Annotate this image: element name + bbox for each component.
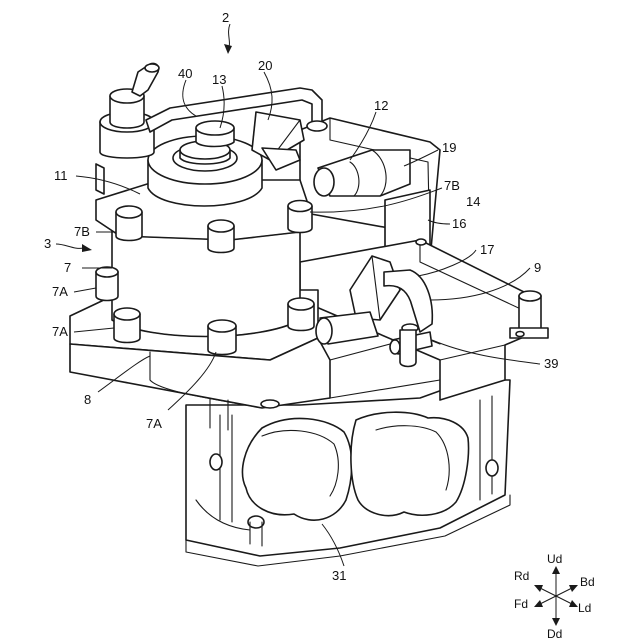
compass-left-label: Ld <box>578 601 591 615</box>
label-7a-left: 7A <box>52 324 68 339</box>
bolt-7b-front <box>208 220 234 253</box>
label-8: 8 <box>84 392 91 407</box>
bolt-7a-front <box>208 320 236 355</box>
label-3: 3 <box>44 236 51 251</box>
label-13: 13 <box>212 72 226 87</box>
arrow-2-head <box>224 44 232 54</box>
label-7b-top: 7B <box>444 178 460 193</box>
compass-back-label: Bd <box>580 575 595 589</box>
label-7b-left: 7B <box>74 224 90 239</box>
bolt-7b-right <box>288 201 312 233</box>
direction-compass: Ud Dd Bd Fd Rd Ld <box>514 552 595 640</box>
compass-rear-label: Rd <box>514 569 529 583</box>
arrow-3-head <box>82 244 92 252</box>
label-31: 31 <box>332 568 346 583</box>
label-7: 7 <box>64 260 71 275</box>
label-7a-bottom: 7A <box>146 416 162 431</box>
bolt-7a-right <box>288 298 314 331</box>
label-16: 16 <box>452 216 466 231</box>
compass-up-label: Ud <box>547 552 562 566</box>
label-40: 40 <box>178 66 192 81</box>
label-9: 9 <box>534 260 541 275</box>
label-14: 14 <box>466 194 480 209</box>
compass-down-label: Dd <box>547 627 562 640</box>
arrow-3-line <box>56 244 84 248</box>
label-11: 11 <box>54 168 68 183</box>
compass-arrows <box>534 566 578 626</box>
bolt-7b-left <box>116 206 142 241</box>
leader-7a-upper <box>74 288 96 292</box>
label-2: 2 <box>222 10 229 25</box>
bolt-7a-upper <box>96 267 118 301</box>
label-12: 12 <box>374 98 388 113</box>
label-19: 19 <box>442 140 456 155</box>
label-7a-upper: 7A <box>52 284 68 299</box>
crankcase-31 <box>186 380 510 566</box>
label-17: 17 <box>480 242 494 257</box>
label-39: 39 <box>544 356 558 371</box>
compass-front-label: Fd <box>514 597 528 611</box>
bolt-7a-left <box>114 308 140 343</box>
label-20: 20 <box>258 58 272 73</box>
